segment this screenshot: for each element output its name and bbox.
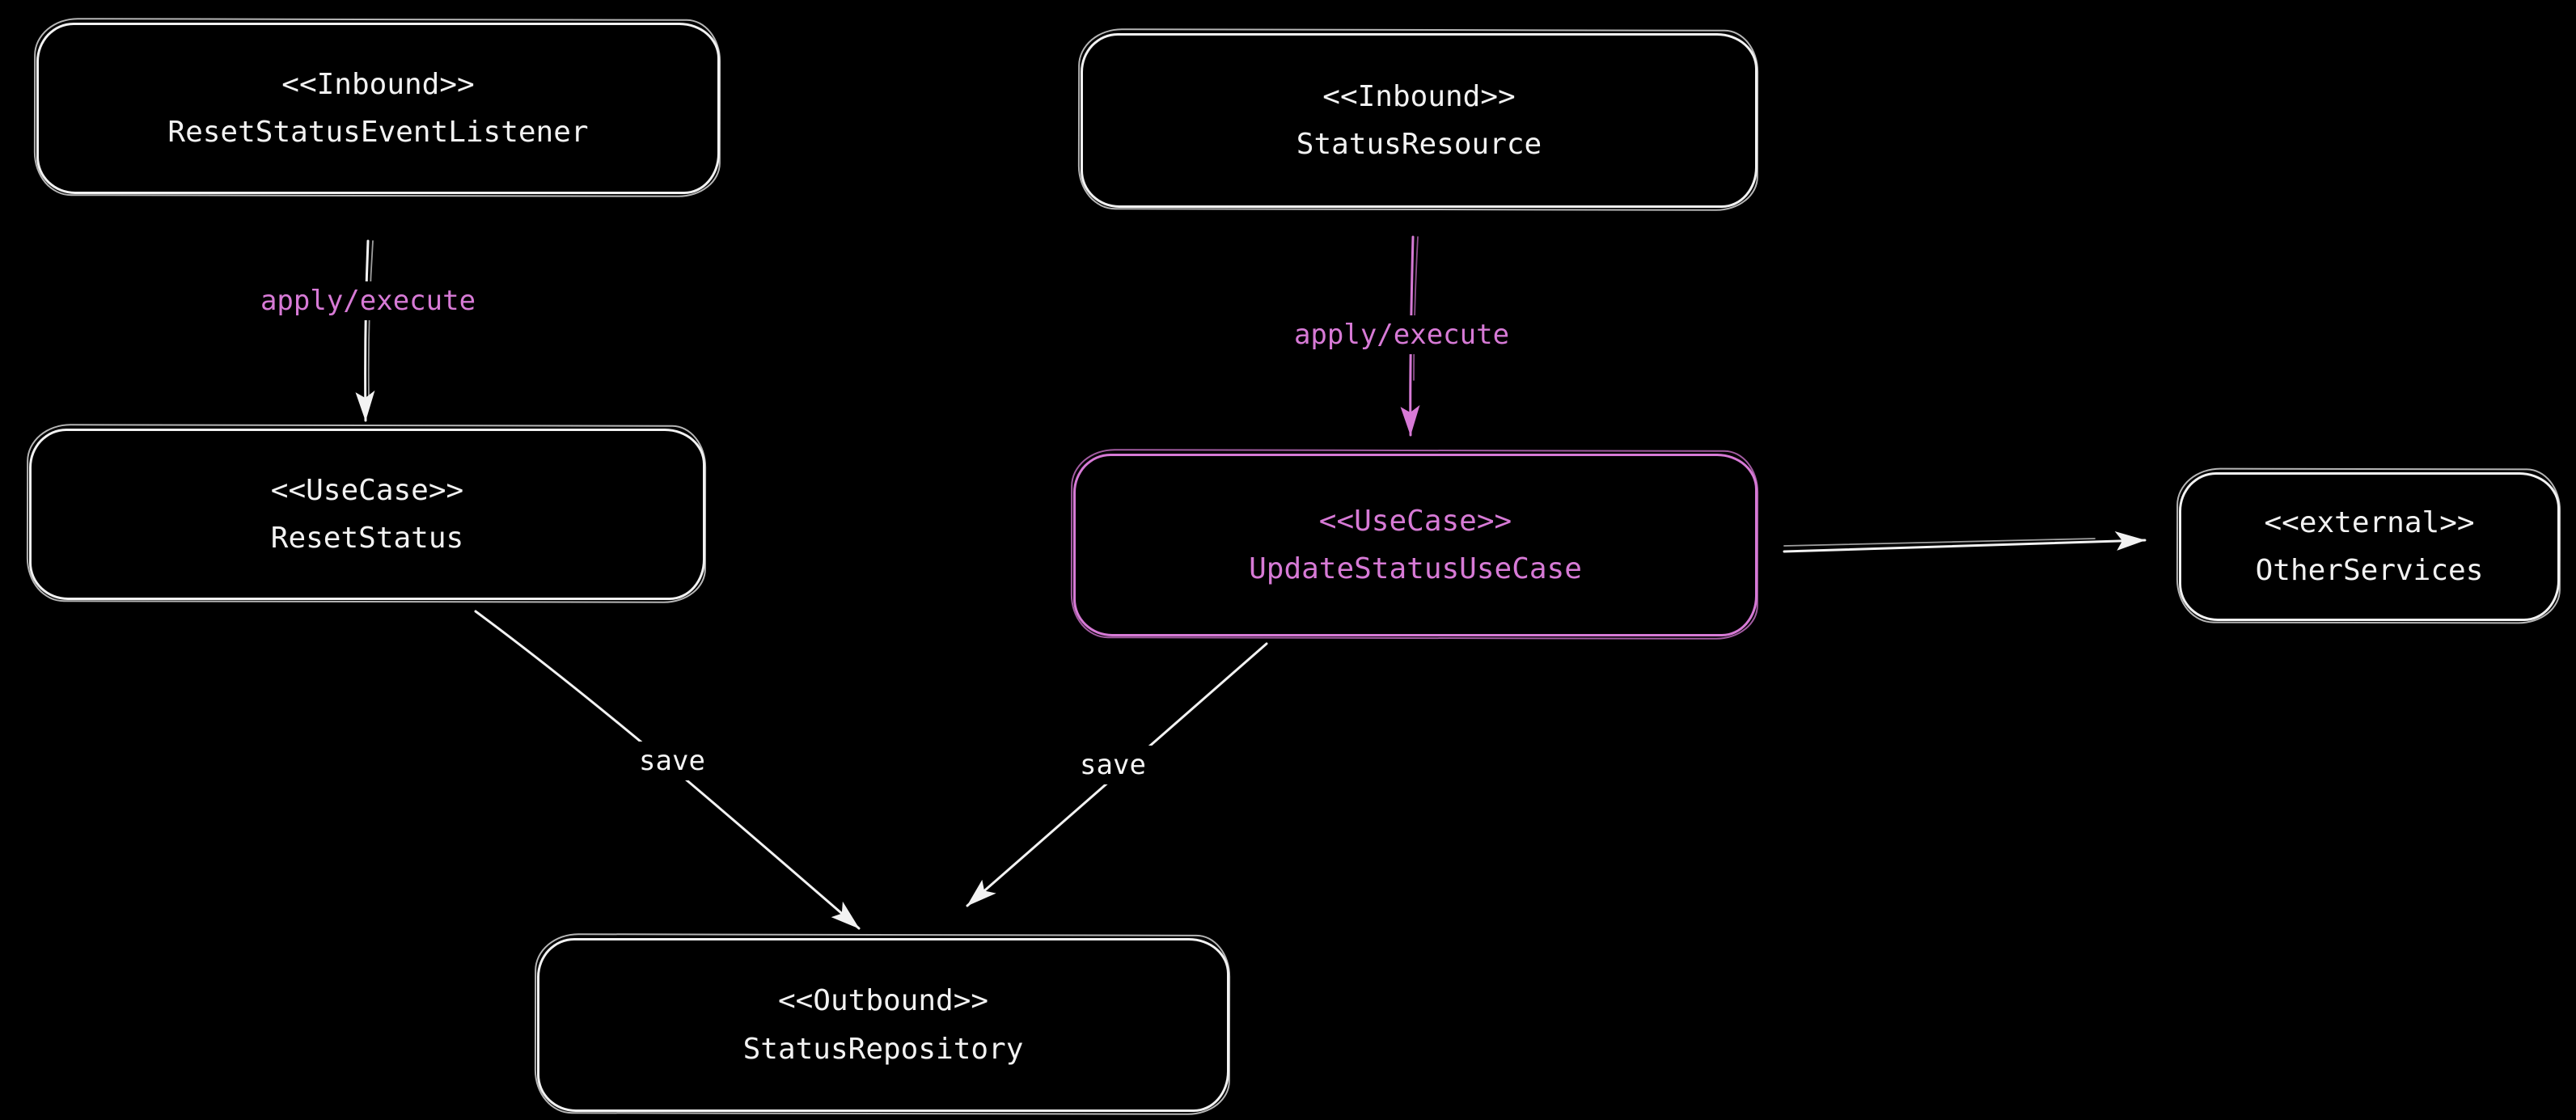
node-status-resource[interactable]: <<Inbound>> StatusResource [1081,33,1758,208]
node-stereotype: <<Inbound>> [1322,79,1516,113]
node-stereotype: <<external>> [2264,505,2475,539]
node-name: ResetStatus [270,522,464,555]
arrow-to-other-services[interactable] [1783,530,2147,553]
edge-label-apply-execute-right[interactable]: apply/execute [1279,315,1525,354]
node-status-repository[interactable]: <<Outbound>> StatusRepository [537,938,1229,1112]
node-stereotype: <<Outbound>> [777,984,989,1018]
node-stereotype: <<Inbound>> [281,67,475,101]
arrow-apply-execute-right-ghost [1413,236,1419,381]
edge-label-save-right[interactable]: save [1065,746,1161,784]
node-name: ResetStatusEventListener [167,116,589,149]
edge-label-apply-execute-left[interactable]: apply/execute [245,281,491,320]
node-reset-status[interactable]: <<UseCase>> ResetStatus [29,429,705,600]
node-reset-status-event-listener[interactable]: <<Inbound>> ResetStatusEventListener [36,23,720,194]
node-name: UpdateStatusUseCase [1249,552,1582,585]
node-name: StatusRepository [742,1032,1024,1066]
edge-label-save-left[interactable]: save [624,742,720,780]
node-stereotype: <<UseCase>> [1318,504,1512,538]
node-name: StatusResource [1296,128,1542,161]
arrow-apply-execute-left[interactable] [355,239,375,422]
node-stereotype: <<UseCase>> [270,473,464,507]
node-update-status-use-case[interactable]: <<UseCase>> UpdateStatusUseCase [1073,454,1758,636]
arrow-to-other-services-ghost [1783,538,2096,547]
node-other-services[interactable]: <<external>> OtherServices [2179,472,2560,621]
node-name: OtherServices [2255,554,2484,587]
